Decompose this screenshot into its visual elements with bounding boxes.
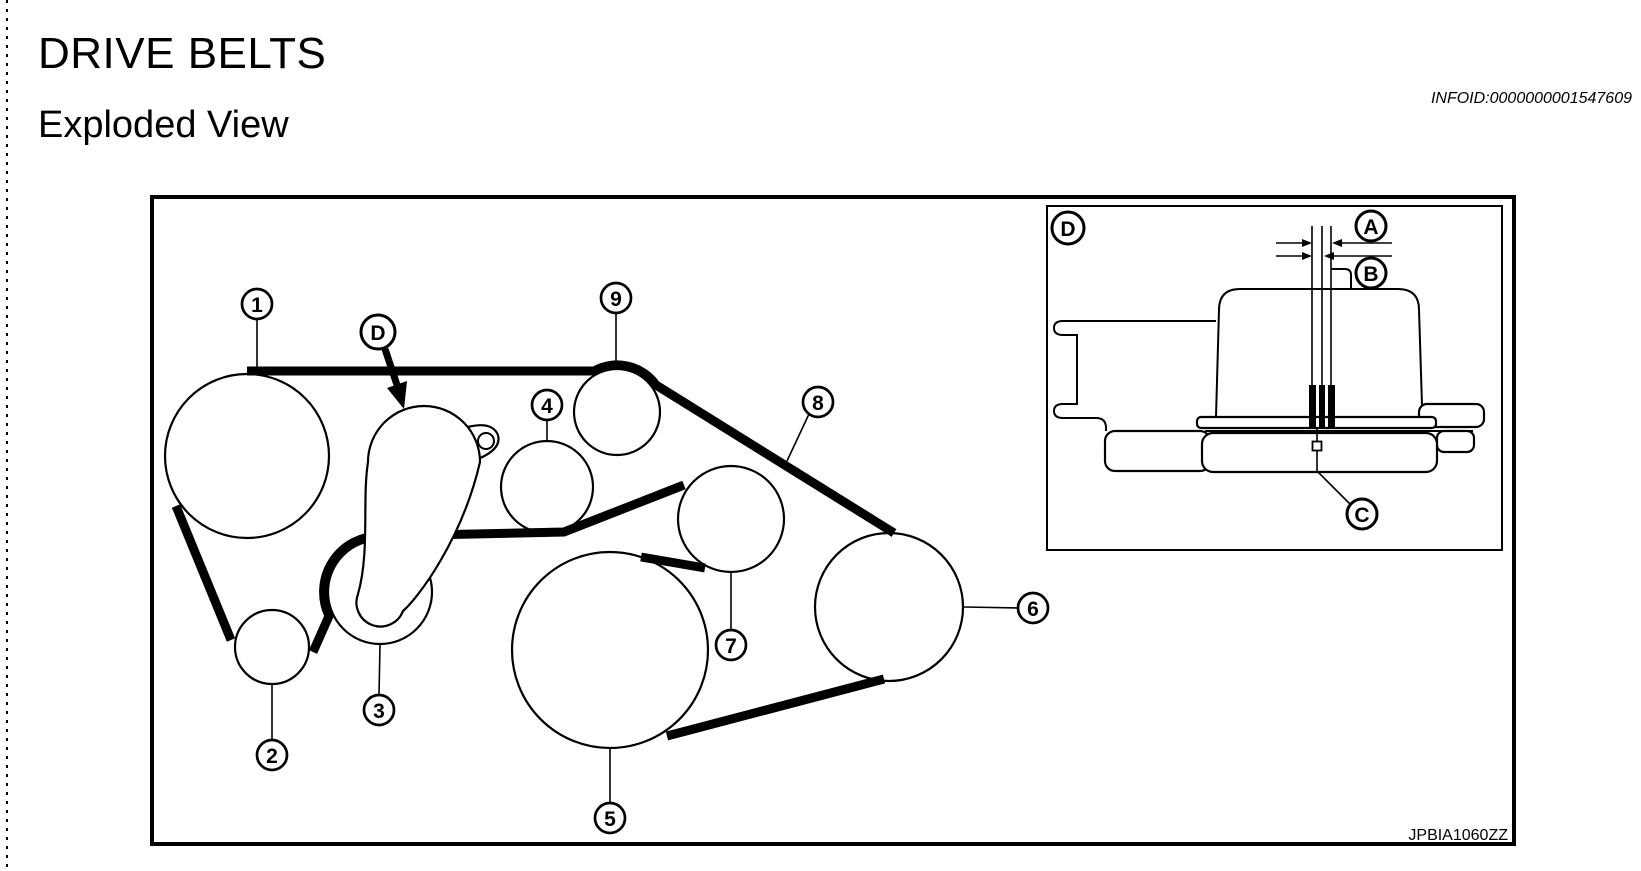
infoid-label: INFOID:0000000001547609 [1430,90,1632,107]
callout-9: 9 [610,288,622,311]
callout-7: 7 [725,635,737,658]
pulleys [163,367,965,750]
belt-runs [171,360,897,741]
callout-1: 1 [251,294,263,317]
inset-indicator-needle [1309,226,1335,428]
inset-callout-b: B [1363,263,1378,286]
belt-run-2-to-1 [171,504,236,642]
belt-run-top [247,360,897,537]
inset-callout-d: D [1060,218,1075,241]
inset-c-notch-marker [1311,440,1323,452]
bracket-ear-hole [477,432,495,450]
callout-4: 4 [541,395,553,418]
inset-right-tab-lower [1435,429,1476,454]
callout-d-arrow [381,347,407,409]
callout-balloons: 1 2 3 4 5 6 7 8 9 D [240,281,1050,835]
inset-callout-a: A [1363,216,1378,239]
callout-5: 5 [604,808,616,831]
inset-callout-c: C [1354,504,1369,527]
pulley-6-circle [813,531,965,683]
inset-detail-view: D A B C [1046,205,1503,551]
inset-border [1046,205,1503,551]
inset-b-step [1331,268,1352,289]
leader-lines [256,313,1019,803]
inset-left-tab [1103,429,1212,473]
callout-d: D [370,322,385,345]
figure-code: JPBIA1060ZZ [1408,827,1508,844]
pulley-5-circle [510,550,710,750]
inset-c-leader [1316,470,1352,506]
pulley-4-circle [499,439,595,535]
page-edge-dotted-line [6,0,8,871]
belt-run-6-to-5 [665,674,886,741]
belt-run-5-to-7 [640,552,706,573]
tensioner-bracket [355,404,500,628]
inset-plate [1195,415,1438,430]
figure-border [150,195,1516,846]
bracket-body [355,404,482,628]
callout-3: 3 [373,700,385,723]
inset-dimension-arrows [1276,239,1392,260]
callout-2: 2 [266,745,278,768]
page-title: DRIVE BELTS [38,29,327,79]
callout-6: 6 [1027,598,1039,621]
pulley-2-circle [233,608,311,686]
inset-lower-body [1200,431,1439,474]
inset-cap [1215,288,1423,418]
pulley-9-circle [572,367,662,457]
pulley-7-circle [676,464,786,574]
section-title: Exploded View [38,103,289,146]
inset-left-bracket [1052,320,1216,431]
callout-8: 8 [812,392,824,415]
pulley-1-circle [163,372,331,540]
